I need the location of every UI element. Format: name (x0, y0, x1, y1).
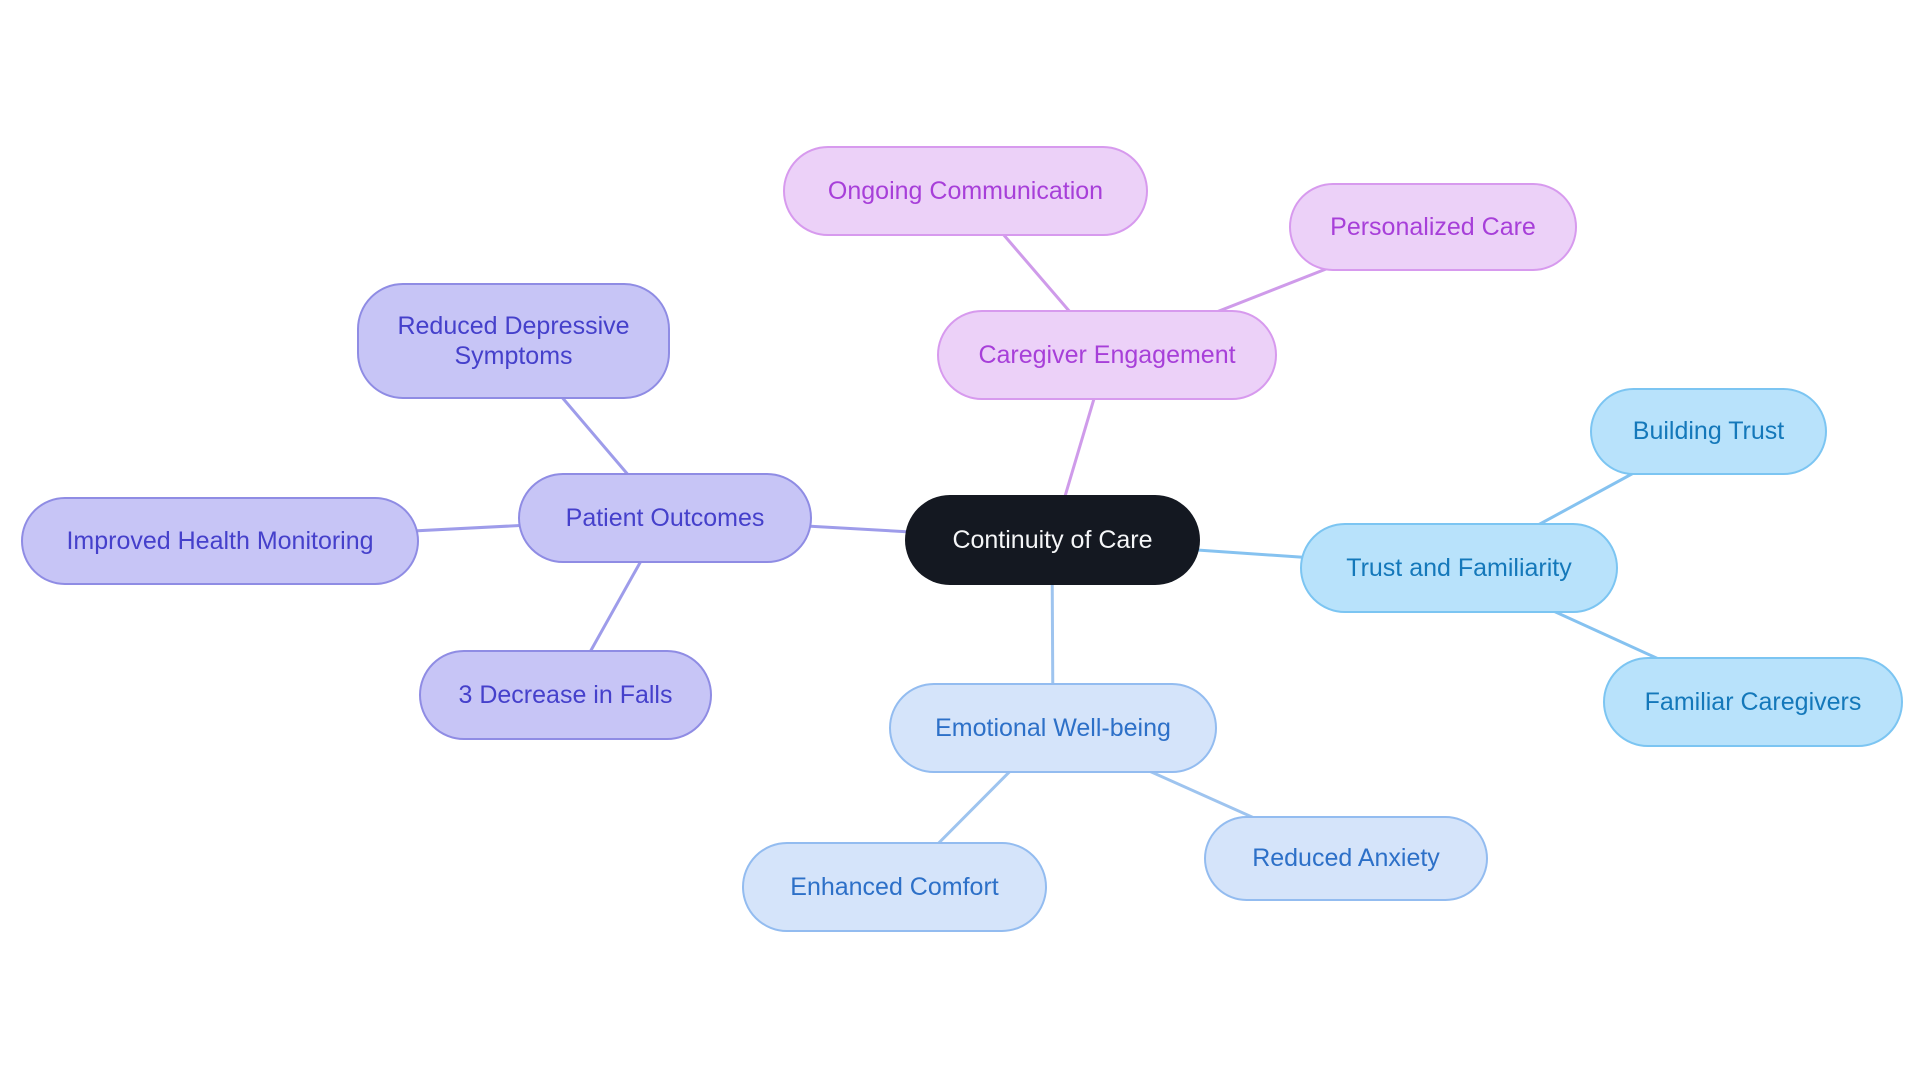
mindmap-node-trust-and-familiarity[interactable]: Trust and Familiarity (1300, 523, 1618, 613)
mindmap-node-familiar-caregivers[interactable]: Familiar Caregivers (1603, 657, 1903, 747)
mindmap-node-reduced-depressive-symptoms[interactable]: Reduced Depressive Symptoms (357, 283, 670, 399)
mindmap-node-ongoing-communication[interactable]: Ongoing Communication (783, 146, 1148, 236)
mindmap-node-personalized-care[interactable]: Personalized Care (1289, 183, 1577, 271)
mindmap-node-emotional-well-being[interactable]: Emotional Well-being (889, 683, 1217, 773)
mindmap-node-improved-health-monitoring[interactable]: Improved Health Monitoring (21, 497, 419, 585)
mindmap-node-building-trust[interactable]: Building Trust (1590, 388, 1827, 475)
mindmap-node-reduced-anxiety[interactable]: Reduced Anxiety (1204, 816, 1488, 901)
mindmap-node-caregiver-engagement[interactable]: Caregiver Engagement (937, 310, 1277, 400)
mindmap-node-patient-outcomes[interactable]: Patient Outcomes (518, 473, 812, 563)
mindmap-node-continuity-of-care[interactable]: Continuity of Care (905, 495, 1200, 585)
mindmap-node-enhanced-comfort[interactable]: Enhanced Comfort (742, 842, 1047, 932)
mindmap-node-decrease-in-falls[interactable]: 3 Decrease in Falls (419, 650, 712, 740)
